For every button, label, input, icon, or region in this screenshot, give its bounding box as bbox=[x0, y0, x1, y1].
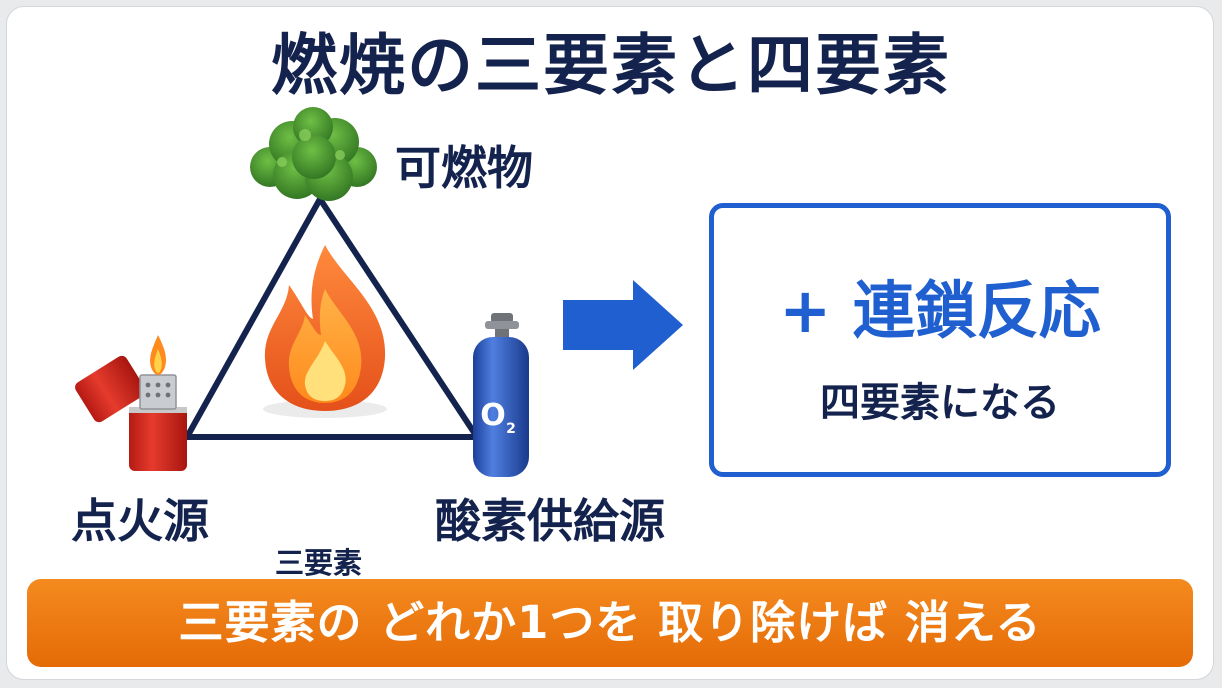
lighter-icon bbox=[75, 335, 187, 471]
summary-banner-text: 三要素の どれか1つを 取り除けば 消える bbox=[178, 596, 1042, 649]
four-elements-box: + 連鎖反応 四要素になる bbox=[709, 203, 1171, 477]
fire-triangle bbox=[184, 196, 480, 440]
chain-reaction-text: + 連鎖反応 bbox=[779, 274, 1101, 347]
oxygen-cylinder-icon: O 2 bbox=[473, 313, 529, 477]
heat-source-label: 点火源 bbox=[71, 494, 209, 548]
cylinder-subscript: 2 bbox=[506, 421, 516, 437]
fuel-label: 可燃物 bbox=[395, 141, 533, 195]
three-elements-caption: 三要素 bbox=[275, 546, 363, 580]
four-elements-subtext: 四要素になる bbox=[820, 380, 1060, 426]
fire-triangle-diagram: O 2 bbox=[75, 107, 683, 477]
slide-card: 燃焼の三要素と四要素 bbox=[6, 6, 1214, 680]
bush-icon bbox=[250, 107, 377, 201]
flame-icon bbox=[263, 245, 387, 418]
oxygen-source-label: 酸素供給源 bbox=[435, 494, 665, 548]
arrow-right-icon bbox=[563, 280, 683, 370]
cylinder-formula: O bbox=[480, 398, 506, 433]
slide-title: 燃焼の三要素と四要素 bbox=[271, 27, 951, 104]
summary-banner: 三要素の どれか1つを 取り除けば 消える bbox=[27, 579, 1193, 667]
